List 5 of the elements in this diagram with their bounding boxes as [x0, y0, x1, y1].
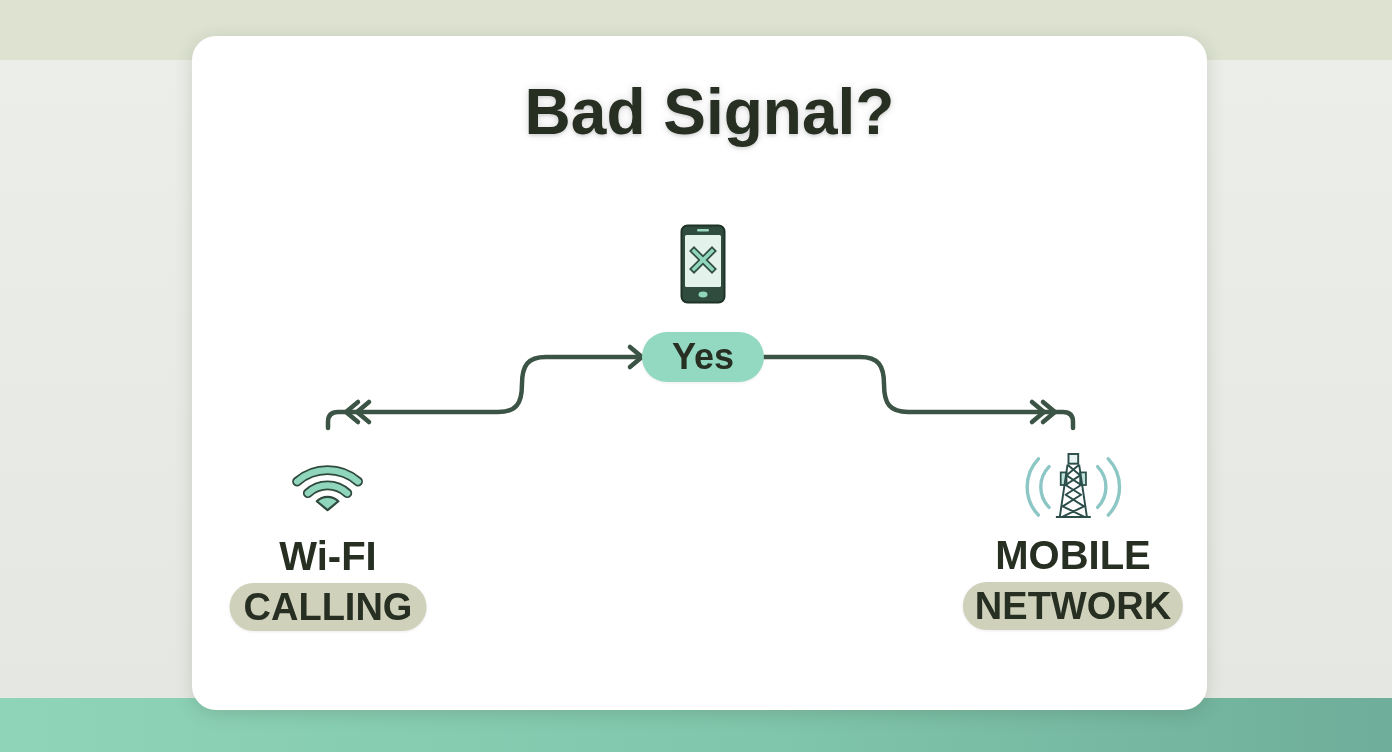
node-heading: MOBILE — [995, 532, 1151, 579]
category-pill: NETWORK — [962, 582, 1184, 630]
category-pill: CALLING — [229, 583, 427, 631]
answer-pill: Yes — [641, 332, 765, 382]
node-heading: Wi-FI — [279, 533, 377, 580]
